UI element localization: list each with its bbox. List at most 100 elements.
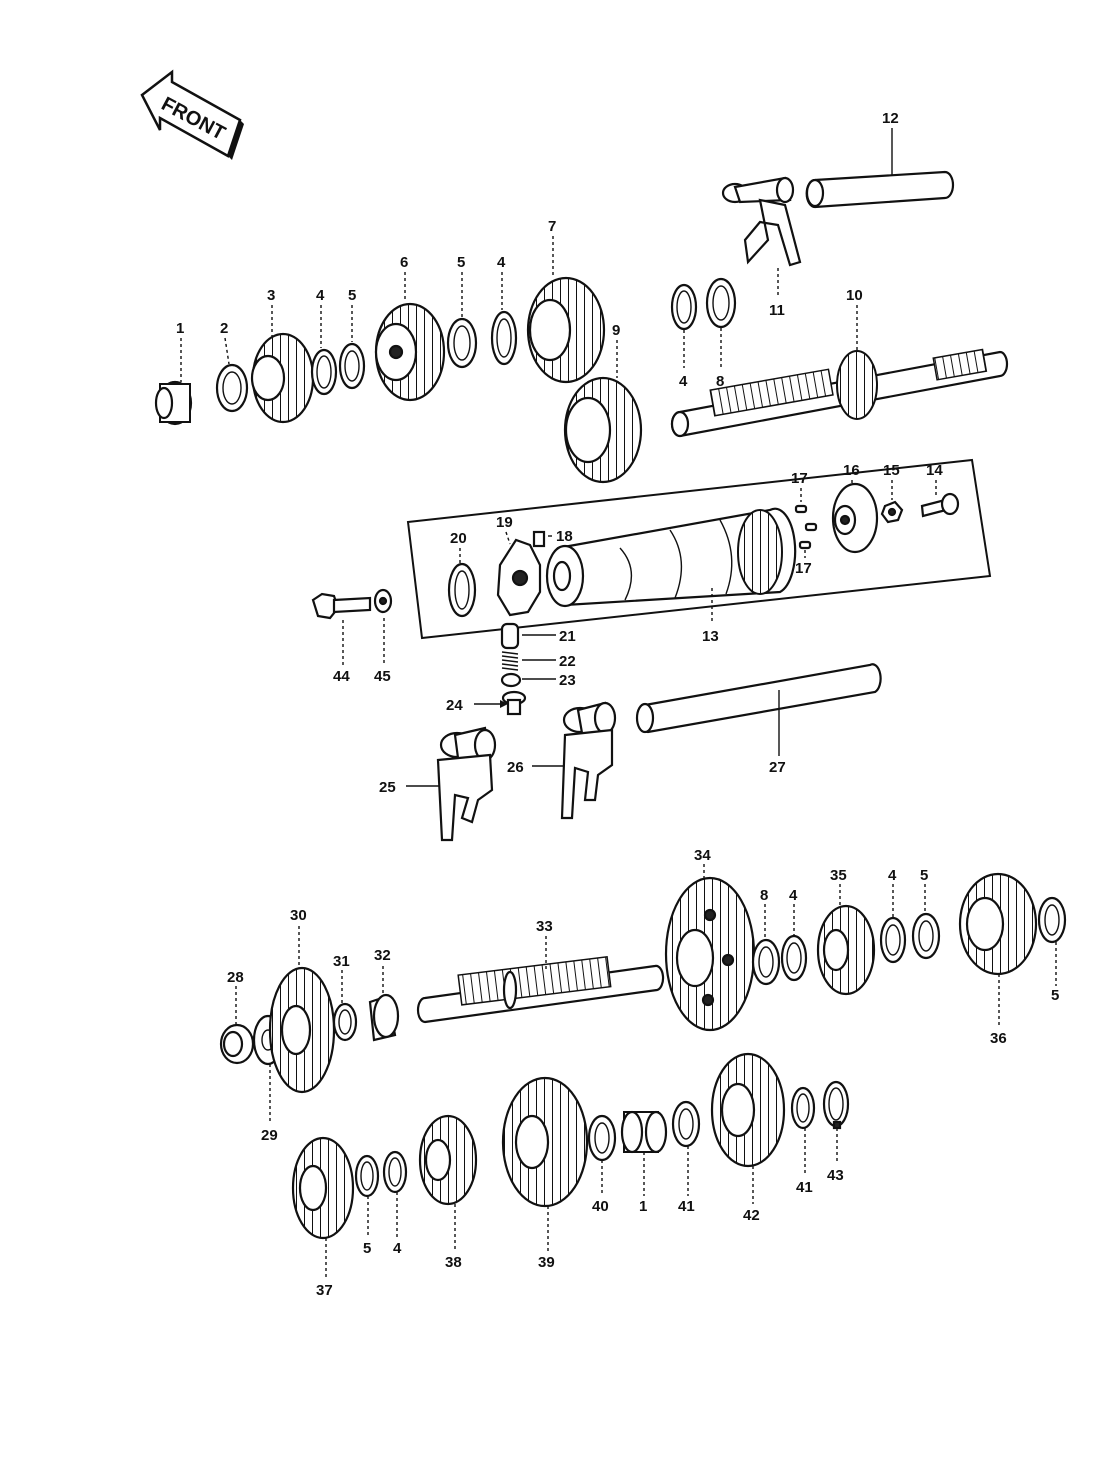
circlip-part [382, 1150, 408, 1194]
part-label: 6 [400, 254, 408, 271]
part-label: 15 [883, 462, 900, 479]
shift-fork-part [560, 701, 617, 820]
shift-rod-part [635, 663, 882, 734]
part-label: 11 [769, 302, 785, 319]
gear-part [526, 276, 606, 384]
part-label: 8 [760, 887, 768, 904]
spring-part [501, 651, 519, 671]
shift-rod-part [805, 170, 955, 209]
washer-part [1037, 896, 1067, 944]
part-label: 41 [678, 1198, 695, 1215]
gear-part [664, 876, 756, 1032]
collar-part [368, 993, 400, 1042]
part-label: 1 [176, 320, 184, 337]
part-label: 1 [639, 1198, 647, 1215]
gear-part [291, 1136, 355, 1240]
circlip-part [780, 934, 808, 982]
part-label: 45 [374, 668, 391, 685]
part-label: 25 [379, 779, 396, 796]
part-label: 22 [559, 653, 576, 670]
part-label: 19 [496, 514, 513, 531]
washer-part [446, 317, 478, 369]
sprocket-part [268, 966, 336, 1094]
part-label: 4 [393, 1240, 402, 1257]
shift-fork-part [721, 176, 802, 267]
shift-drum-part [545, 507, 797, 608]
part-label: 35 [830, 867, 847, 884]
pin-part [794, 504, 818, 550]
nut-part [219, 1023, 255, 1065]
needle-bearing-part [620, 1110, 668, 1154]
gear-part [374, 302, 446, 402]
part-label: 4 [789, 887, 798, 904]
cam-plate-part [831, 482, 879, 554]
part-label: 31 [333, 953, 350, 970]
detent-pin-part [500, 622, 520, 650]
needle-bearing-part [154, 380, 193, 426]
washer-part [215, 363, 249, 413]
part-label: 30 [290, 907, 307, 924]
drive-shaft-part [416, 955, 665, 1024]
part-label: 4 [679, 373, 688, 390]
circlip-part [310, 348, 338, 396]
circlip-part [490, 310, 518, 366]
part-label: 29 [261, 1127, 278, 1144]
circlip-part [822, 1080, 850, 1130]
part-label: 41 [796, 1179, 813, 1196]
part-label: 5 [348, 287, 356, 304]
part-label: 4 [497, 254, 506, 271]
part-label: 4 [888, 867, 897, 884]
part-label: 8 [716, 373, 724, 390]
part-label: 27 [769, 759, 786, 776]
part-label: 16 [843, 462, 860, 479]
circlip-part [447, 562, 477, 618]
front-arrow-icon: FRONT [140, 69, 244, 160]
gear-part [958, 872, 1038, 976]
part-label: 26 [507, 759, 524, 776]
part-label: 38 [445, 1254, 462, 1271]
part-label: 2 [220, 320, 228, 337]
part-label: 17 [791, 470, 808, 487]
part-label: 3 [267, 287, 275, 304]
screw-part [920, 492, 960, 518]
pin-plate-part [496, 538, 542, 617]
output-shaft-part [670, 348, 1009, 438]
plug-part [501, 690, 527, 716]
gear-part [710, 1052, 786, 1168]
washer-part [671, 1100, 701, 1148]
shift-fork-part [436, 726, 497, 842]
part-label: 5 [457, 254, 465, 271]
part-label: 12 [882, 110, 899, 127]
part-label: 14 [926, 462, 943, 479]
part-label: 18 [556, 528, 573, 545]
part-label: 13 [702, 628, 719, 645]
part-label: 23 [559, 672, 576, 689]
pin-part [532, 530, 546, 548]
washer-part [354, 1154, 380, 1198]
washer-part [587, 1114, 617, 1162]
gear-part [501, 1076, 589, 1208]
part-label: 5 [920, 867, 928, 884]
circlip-part [670, 283, 698, 331]
gear-part [563, 376, 643, 484]
part-label: 37 [316, 1282, 333, 1299]
part-label: 9 [612, 322, 620, 339]
part-label: 17 [795, 560, 812, 577]
washer-part [705, 277, 737, 329]
part-number-labels: 1 2 3 4 5 6 5 4 7 9 4 8 11 12 10 17 16 1… [176, 110, 1059, 1299]
part-label: 32 [374, 947, 391, 964]
part-label: 4 [316, 287, 325, 304]
part-label: 5 [1051, 987, 1059, 1004]
part-label: 21 [559, 628, 576, 645]
part-label: 33 [536, 918, 553, 935]
part-label: 43 [827, 1167, 844, 1184]
part-label: 44 [333, 668, 350, 685]
bolt-part [311, 592, 372, 620]
washer-part [790, 1086, 816, 1130]
part-label: 34 [694, 847, 711, 864]
washer-part [500, 672, 522, 688]
shift-drum-assembly-box [406, 458, 992, 640]
part-label: 36 [990, 1030, 1007, 1047]
part-label: 7 [548, 218, 556, 235]
